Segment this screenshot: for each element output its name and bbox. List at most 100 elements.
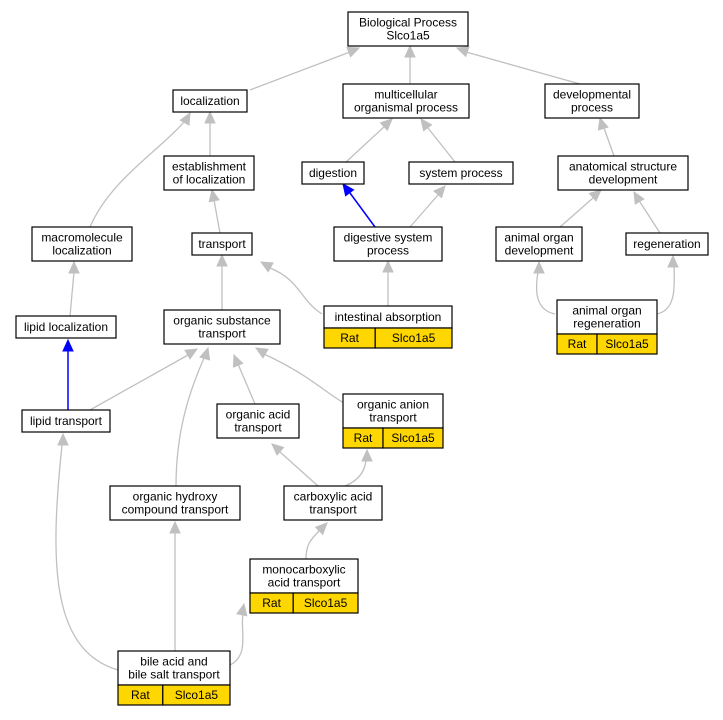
edge-line <box>603 127 615 157</box>
edge <box>597 116 615 157</box>
term-label-line: monocarboxylic <box>262 563 345 577</box>
edge <box>342 183 376 228</box>
term-label-line: anatomical structure <box>569 160 677 174</box>
edge-line <box>345 125 386 163</box>
term-box <box>625 232 709 256</box>
arrowhead <box>379 118 393 132</box>
edge <box>208 188 221 234</box>
arrowhead <box>254 347 269 359</box>
term-node-transport[interactable]: transport <box>191 232 253 256</box>
term-box <box>333 226 443 262</box>
edge <box>175 346 211 487</box>
term-node-system-process[interactable]: system process <box>408 161 514 185</box>
edge-line <box>249 51 351 91</box>
gene-cell <box>374 327 453 349</box>
term-node-digestion[interactable]: digestion <box>301 161 365 185</box>
term-box <box>347 11 469 47</box>
arrowhead <box>62 338 74 352</box>
arrowhead <box>236 602 248 617</box>
edges-layer <box>55 44 679 671</box>
gene-cell <box>596 333 658 355</box>
term-node-regeneration[interactable]: regeneration <box>625 232 709 256</box>
arrowhead <box>271 443 285 456</box>
arrowhead <box>597 116 609 131</box>
arrowhead <box>633 190 645 205</box>
edge-line <box>344 459 367 487</box>
term-box <box>117 650 231 686</box>
species-label: Rat <box>340 331 359 345</box>
edge-line <box>269 267 323 315</box>
edge-line <box>349 192 376 228</box>
arrowhead <box>259 261 274 273</box>
term-label-line: transport <box>234 421 282 435</box>
gene-label: Slco1a5 <box>392 331 436 345</box>
edge-line <box>305 529 321 560</box>
edge-line <box>559 197 594 228</box>
edge <box>533 260 556 315</box>
term-label-line: acid transport <box>268 576 341 590</box>
edge <box>216 253 228 310</box>
term-label-line: lipid transport <box>30 414 103 428</box>
term-label-line: organic anion <box>357 398 429 412</box>
term-label-line: Biological Process <box>359 16 457 30</box>
term-box <box>408 161 514 185</box>
term-label-line: system process <box>419 166 502 180</box>
arrowhead <box>232 353 244 368</box>
arrowhead <box>199 346 211 361</box>
edge <box>68 260 80 317</box>
term-node-lipid-transport[interactable]: lipid transport <box>21 409 111 433</box>
gene-label: Slco1a5 <box>304 596 348 610</box>
term-node-localization[interactable]: localization <box>172 89 248 113</box>
edge-line <box>656 265 675 315</box>
term-label-line: Slco1a5 <box>386 29 430 43</box>
arrowhead <box>68 260 80 274</box>
term-label-line: regeneration <box>633 237 700 251</box>
gene-cell <box>292 592 359 614</box>
term-label-line: transport <box>198 237 246 251</box>
edge <box>249 46 361 91</box>
edge-line <box>237 363 256 405</box>
species-label: Rat <box>131 688 150 702</box>
term-node-lipid-localization[interactable]: lipid localization <box>15 315 117 339</box>
term-label-line: animal organ <box>504 231 573 245</box>
gene-cell <box>162 684 231 706</box>
term-label-line: organismal process <box>354 101 458 115</box>
term-box <box>495 226 583 262</box>
edge-line <box>465 51 581 85</box>
edge-line <box>89 121 185 228</box>
edge <box>455 46 581 85</box>
edge-line <box>409 194 439 228</box>
term-label-line: development <box>505 244 574 258</box>
arrowhead <box>314 522 328 536</box>
term-label-line: development <box>589 173 658 187</box>
arrowhead <box>533 260 545 274</box>
term-label-line: developmental <box>553 88 631 102</box>
term-label-line: animal organ <box>572 304 641 318</box>
term-box <box>31 226 133 262</box>
arrowhead <box>216 253 228 267</box>
term-label-line: localization <box>180 94 239 108</box>
term-box <box>172 89 248 113</box>
term-label-line: regeneration <box>573 317 640 331</box>
gene-label: Slco1a5 <box>175 688 219 702</box>
edge <box>271 443 319 487</box>
term-box <box>342 83 470 119</box>
edge <box>633 190 661 234</box>
